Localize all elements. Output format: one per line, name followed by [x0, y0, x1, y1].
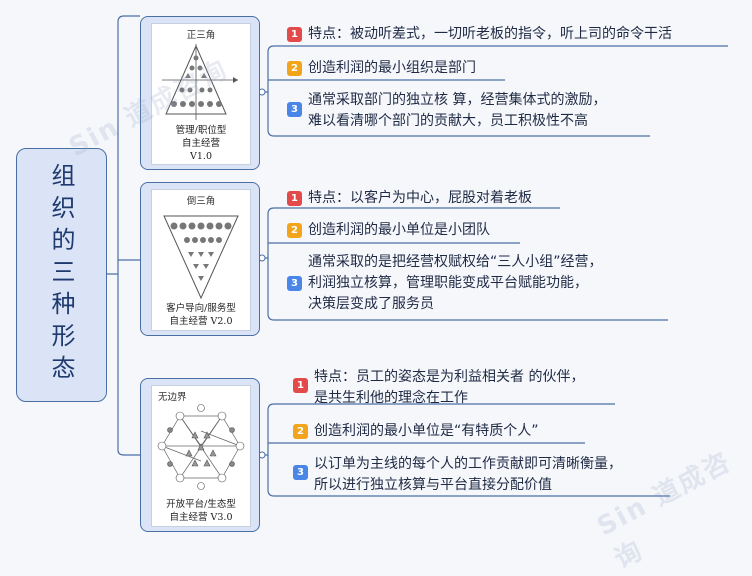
- pyramid-diagram: [162, 44, 238, 120]
- item-text: 创造利润的最小单位是小团队: [308, 222, 490, 238]
- model-v1-caption: 管理/职位型 自主经营 V1.0: [175, 125, 227, 162]
- root-title: 组织的三种形态: [47, 163, 75, 387]
- badge-number: 2: [293, 424, 308, 439]
- model-card-v2-image: 倒三角 客户导向/服务型 自主经营 V2.0: [151, 189, 251, 331]
- item-v2-3[interactable]: 3 通常采取的是把经营权赋权给“三人小组”经营， 利润独立核算，管理职能变成平台…: [287, 252, 603, 315]
- item-text: 创造利润的最小单位是“有特质个人”: [314, 423, 539, 439]
- root-node[interactable]: 组织的三种形态: [16, 148, 107, 402]
- model-card-v1[interactable]: 正三角 管理/职位型 自主经营 V1.0: [140, 16, 260, 170]
- item-v3-3[interactable]: 3 以订单为主线的每个人的工作贡献即可清晰衡量， 所以进行独立核算与平台直接分配…: [293, 454, 622, 496]
- item-text: 特点：员工的姿态是为利益相关者 的伙伴， 是共生利他的理念在工作: [314, 369, 585, 406]
- watermark-brand: Sin: [592, 491, 653, 543]
- badge-number: 2: [287, 223, 302, 238]
- item-text: 特点：被动听差式，一切听老板的指令，听上司的命令干活: [308, 26, 672, 42]
- item-v1-3[interactable]: 3 通常采取部门的独立核 算，经营集体式的激励， 难以看清哪个部门的贡献大，员工…: [287, 90, 606, 132]
- item-v3-2[interactable]: 2 创造利润的最小单位是“有特质个人”: [293, 421, 539, 442]
- model-card-v3-image: 无边界 开放平台/生态型 自主经营 V3.0: [151, 385, 251, 527]
- model-card-v1-image: 正三角 管理/职位型 自主经营 V1.0: [151, 23, 251, 165]
- network-diagram: [157, 404, 245, 490]
- item-v2-1[interactable]: 1 特点：以客户为中心，屁股对着老板: [287, 188, 532, 209]
- item-v1-1[interactable]: 1 特点：被动听差式，一切听老板的指令，听上司的命令干活: [287, 24, 672, 45]
- badge-number: 2: [287, 61, 302, 76]
- model-v1-diagram-title: 正三角: [186, 30, 216, 41]
- item-text: 以订单为主线的每个人的工作贡献即可清晰衡量， 所以进行独立核算与平台直接分配价值: [314, 456, 622, 493]
- item-v3-1[interactable]: 1 特点：员工的姿态是为利益相关者 的伙伴， 是共生利他的理念在工作: [293, 367, 584, 409]
- item-text: 创造利润的最小组织是部门: [308, 60, 476, 76]
- item-text: 特点：以客户为中心，屁股对着老板: [308, 190, 532, 206]
- badge-number: 1: [293, 378, 308, 393]
- badge-number: 3: [287, 276, 302, 291]
- item-v2-2[interactable]: 2 创造利润的最小单位是小团队: [287, 220, 490, 241]
- model-card-v2[interactable]: 倒三角 客户导向/服务型 自主经营 V2.0: [140, 182, 260, 336]
- badge-number: 1: [287, 27, 302, 42]
- model-v2-diagram-title: 倒三角: [186, 196, 216, 207]
- model-v3-caption: 开放平台/生态型 自主经营 V3.0: [166, 499, 236, 523]
- watermark-brand: Sin: [64, 112, 125, 164]
- model-v2-caption: 客户导向/服务型 自主经营 V2.0: [166, 303, 236, 327]
- item-text: 通常采取部门的独立核 算，经营集体式的激励， 难以看清哪个部门的贡献大，员工积极…: [308, 92, 607, 129]
- badge-number: 1: [287, 191, 302, 206]
- item-text: 通常采取的是把经营权赋权给“三人小组”经营， 利润独立核算，管理职能变成平台赋能…: [308, 254, 603, 312]
- badge-number: 3: [293, 465, 308, 480]
- item-v1-2[interactable]: 2 创造利润的最小组织是部门: [287, 58, 476, 79]
- inverted-pyramid-diagram: [163, 215, 239, 300]
- model-card-v3[interactable]: 无边界 开放平台/生态型 自主经营 V3.0: [140, 378, 260, 532]
- model-v3-diagram-title: 无边界: [158, 392, 187, 403]
- badge-number: 3: [287, 102, 302, 117]
